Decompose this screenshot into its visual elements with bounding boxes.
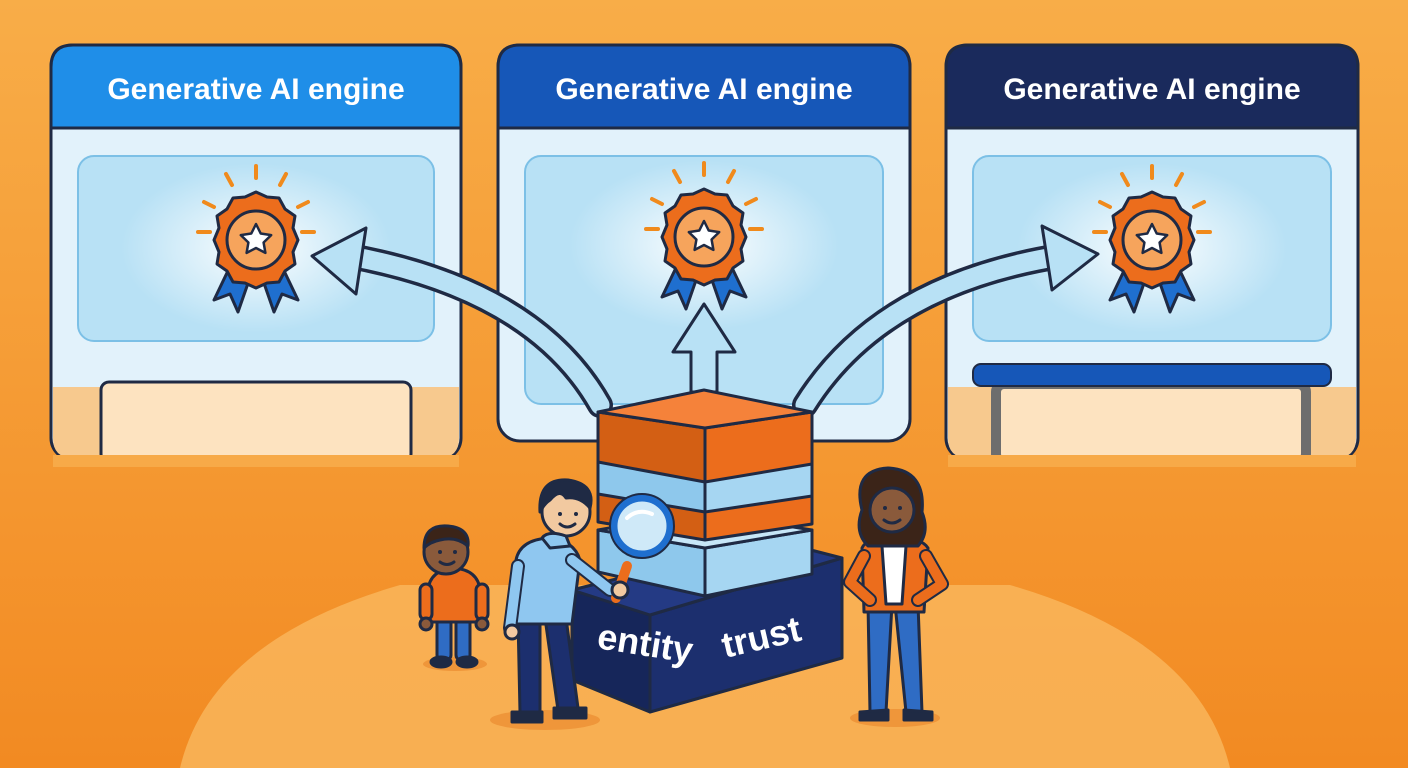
engine-panel-3-input (991, 379, 1311, 467)
woman-figure (843, 466, 949, 727)
engine-panel-1-header (49, 43, 463, 130)
engine-panel-3: Generative AI engine (944, 43, 1360, 467)
engine-panel-1-title: Generative AI engine (107, 73, 404, 106)
arrow-head-left (310, 226, 368, 296)
engine-panel-1: Generative AI engine (49, 43, 463, 467)
engine-panel-2-header (496, 43, 912, 130)
man-figure (490, 478, 617, 730)
engine-panel-3-bar (972, 363, 1332, 387)
magnifying-glass-icon (609, 493, 675, 603)
engine-panel-1-input (99, 380, 413, 464)
entity-trust-stack (570, 388, 844, 714)
child-figure (418, 524, 490, 671)
arrow-icon (671, 302, 737, 394)
arrow-head-right (1040, 224, 1100, 292)
engine-panel-3-header (944, 43, 1360, 130)
engine-panel-2: Generative AI engine (496, 43, 912, 443)
engine-panel-3-title: Generative AI engine (1003, 73, 1300, 106)
engine-panel-2-title: Generative AI engine (555, 73, 852, 106)
